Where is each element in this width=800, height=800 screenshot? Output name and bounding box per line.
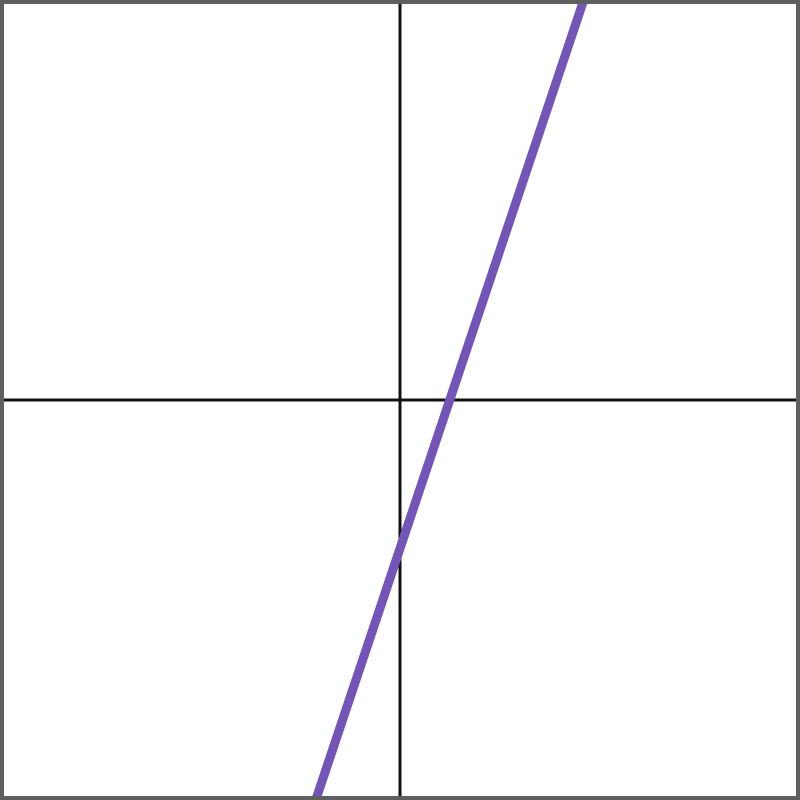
- series-layer: [312, 0, 588, 800]
- series-line-0: [312, 0, 588, 800]
